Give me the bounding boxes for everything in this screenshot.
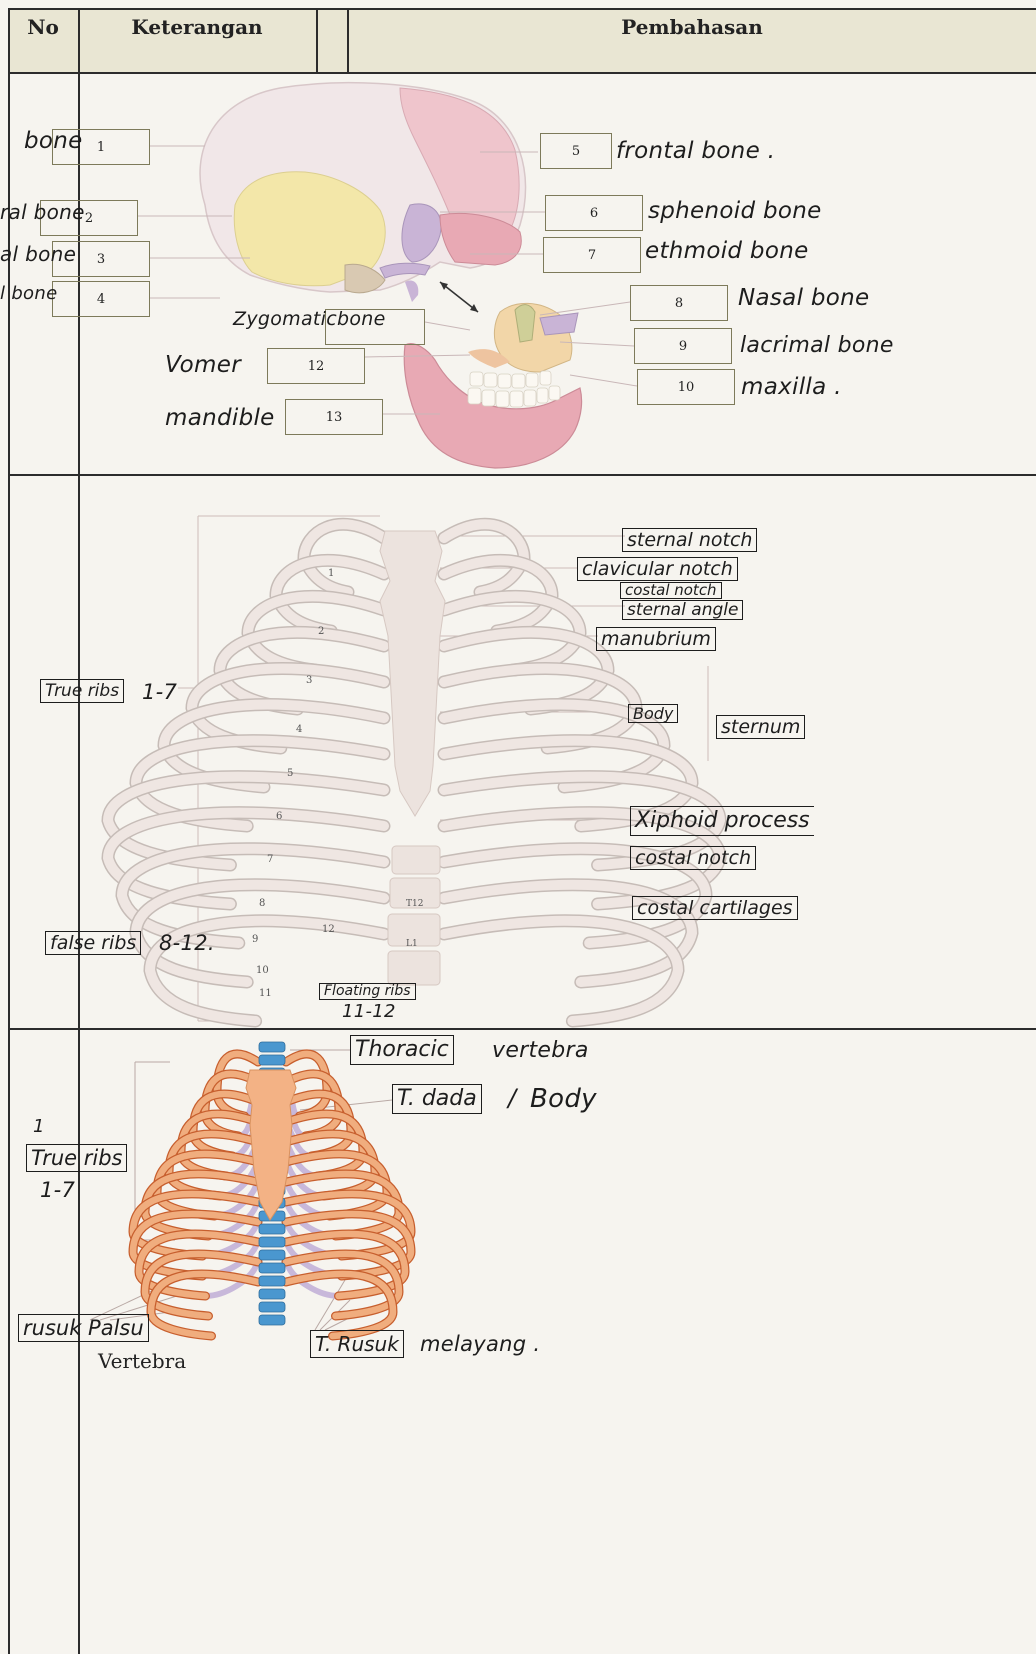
rib-number-7: 7 — [267, 854, 273, 865]
thorax-label-vertebra-hw: vertebra — [492, 1038, 589, 1063]
skull-label-lacrimal: lacrimal bone — [740, 333, 894, 358]
skull-box-7: 7 — [543, 237, 641, 273]
skull-label-bone-4: l bone — [0, 283, 57, 304]
vertebra-l1: L1 — [406, 939, 418, 949]
skull-label-ethmoid: ethmoid bone — [645, 238, 809, 264]
thorax-label-body: Body — [530, 1084, 597, 1114]
rib-label-true-ribs-range: 1-7 — [142, 680, 177, 704]
skull-number-9: 9 — [679, 339, 687, 354]
rib-number-10: 10 — [256, 965, 269, 976]
skull-label-bone-1: bone — [24, 128, 83, 154]
rib-number-12: 12 — [322, 924, 335, 935]
skull-label-nasal: Nasal bone — [738, 285, 869, 311]
thorax-label-true-ribs: True ribs — [26, 1144, 127, 1172]
thorax-vertebra-20 — [259, 1289, 285, 1299]
skull-box-5: 5 — [540, 133, 612, 169]
ribcage-illustration: 123456789101112 T12 L1 — [0, 476, 1036, 1036]
thorax-vertebra-1 — [259, 1042, 285, 1052]
skull-box-8: 8 — [630, 285, 728, 321]
skull-box-10: 10 — [637, 369, 735, 405]
thorax-label-true-ribs-range: 1-7 — [40, 1178, 75, 1202]
skull-box-13: 13 — [285, 399, 383, 435]
thorax-vertebra-18 — [259, 1263, 285, 1273]
skull-box-4: 4 — [52, 281, 150, 317]
thorax-label-slash: / — [508, 1084, 516, 1112]
rib-label-costal-notch-bottom: costal notch — [630, 846, 756, 870]
skull-label-bone-2: ral bone — [0, 200, 85, 224]
thorax-vertebra-2 — [259, 1055, 285, 1065]
skull-number-13: 13 — [326, 410, 343, 425]
skull-box-12: 12 — [267, 348, 365, 384]
rib-label-floating-ribs-range: 11-12 — [342, 1001, 396, 1022]
skull-label-frontal: frontal bone . — [616, 138, 775, 164]
vertebra-t12: T12 — [406, 899, 423, 909]
skull-label-bone-3: al bone — [0, 242, 76, 266]
thorax-vertebra-16 — [259, 1237, 285, 1247]
skull-illustration — [0, 0, 1036, 474]
rib-number-4: 4 — [296, 724, 302, 735]
rib-label-xiphoid: Xiphoid process — [630, 806, 814, 836]
rib-label-sternum: sternum — [716, 715, 805, 739]
rib-number-5: 5 — [287, 768, 293, 779]
rib-label-false-ribs: false ribs — [45, 931, 141, 955]
thorax-label-mark-one: 1 — [33, 1116, 45, 1137]
rib-number-6: 6 — [276, 811, 282, 822]
thorax-label-vertebra-printed: Vertebra — [98, 1349, 186, 1373]
rib-number-8: 8 — [259, 898, 265, 909]
rib-number-1: 1 — [328, 568, 334, 579]
skull-box-6: 6 — [545, 195, 643, 231]
skull-number-10: 10 — [678, 380, 695, 395]
skull-box-9: 9 — [634, 328, 732, 364]
skull-number-1: 1 — [97, 140, 105, 155]
skull-label-sphenoid: sphenoid bone — [648, 198, 822, 224]
rib-label-sternal-notch: sternal notch — [622, 528, 757, 552]
rib-number-3: 3 — [306, 675, 312, 686]
skull-number-7: 7 — [588, 248, 596, 263]
skull-number-4: 4 — [97, 292, 105, 307]
thorax-label-t-dada: T. dada — [392, 1084, 482, 1114]
thorax-vertebra-17 — [259, 1250, 285, 1260]
skull-label-vomer: Vomer — [165, 352, 241, 378]
skull-number-12: 12 — [308, 359, 325, 374]
rib-label-false-ribs-range: 8-12. — [159, 931, 215, 955]
rib-label-body: Body — [628, 704, 678, 723]
thorax-vertebra-15 — [259, 1224, 285, 1234]
rib-label-true-ribs: True ribs — [40, 679, 124, 703]
rib-number-11: 11 — [259, 988, 272, 999]
thorax-label-melayang: melayang . — [420, 1332, 540, 1356]
rib-label-costal-cartilages: costal cartilages — [632, 896, 798, 920]
thorax-label-rusuk-palsu: rusuk Palsu — [18, 1314, 149, 1342]
skull-number-8: 8 — [675, 296, 683, 311]
rib-label-costal-notch-top: costal notch — [620, 582, 722, 599]
thorax-label-thoracic: Thoracic — [350, 1035, 454, 1065]
thorax-illustration — [0, 1030, 1036, 1350]
rib-label-clavicular-notch: clavicular notch — [577, 557, 738, 581]
thorax-vertebra-21 — [259, 1302, 285, 1312]
skull-label-zygomatic: Zygomaticbone — [233, 308, 386, 330]
skull-number-6: 6 — [590, 206, 598, 221]
thorax-label-t-rusuk: T. Rusuk — [310, 1330, 404, 1358]
skull-number-2: 2 — [85, 211, 93, 226]
rib-number-9: 9 — [252, 934, 258, 945]
rib-label-floating-ribs: Floating ribs — [319, 983, 416, 1000]
skull-number-5: 5 — [572, 144, 580, 159]
rib-label-manubrium: manubrium — [596, 627, 716, 651]
rib-label-sternal-angle: sternal angle — [622, 600, 743, 620]
rib-number-2: 2 — [318, 626, 324, 637]
thorax-vertebra-19 — [259, 1276, 285, 1286]
skull-label-mandible: mandible — [165, 405, 275, 431]
skull-number-3: 3 — [97, 252, 105, 267]
skull-label-maxilla: maxilla . — [741, 374, 842, 400]
thorax-vertebra-22 — [259, 1315, 285, 1325]
